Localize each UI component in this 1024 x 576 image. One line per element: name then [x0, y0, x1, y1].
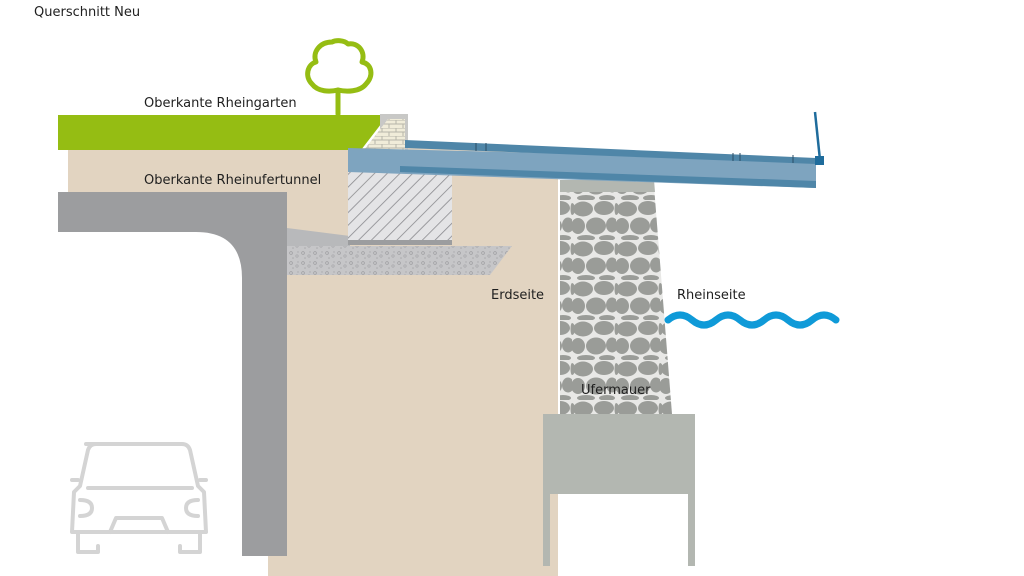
sealing-wedge	[287, 228, 350, 248]
rheinufertunnel-structure	[58, 192, 287, 556]
label-oberkante-rheingarten: Oberkante Rheingarten	[144, 96, 297, 111]
water-wave-icon	[664, 311, 840, 329]
rheingarten-grass	[58, 115, 388, 150]
car-icon	[70, 442, 208, 554]
diagram-title: Querschnitt Neu	[34, 5, 140, 20]
promenade-deck	[348, 140, 816, 188]
concrete-block	[348, 172, 452, 242]
gravel-layer	[287, 246, 512, 275]
ufermauer-stone-wall	[560, 186, 672, 414]
label-ufermauer: Ufermauer	[581, 383, 651, 398]
ufermauer-foundation	[543, 414, 695, 566]
label-erdseite: Erdseite	[491, 288, 544, 303]
railing-icon	[813, 111, 824, 165]
label-oberkante-rheinufertunnel: Oberkante Rheinufertunnel	[144, 173, 321, 188]
tree-icon	[305, 38, 374, 117]
ufermauer-cap	[560, 180, 655, 192]
concrete-block-base	[348, 240, 452, 245]
brick-wall	[364, 119, 405, 150]
label-rheinseite: Rheinseite	[677, 288, 746, 303]
